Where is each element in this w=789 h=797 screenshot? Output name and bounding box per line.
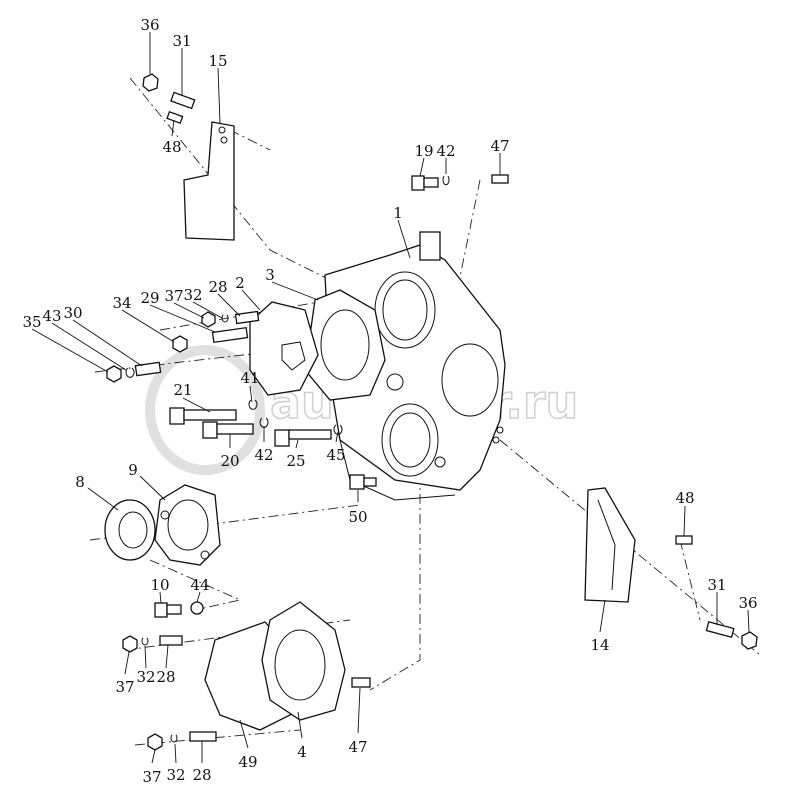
label-43: 43 bbox=[42, 307, 61, 325]
label-35: 35 bbox=[22, 313, 41, 331]
cover-4 bbox=[261, 601, 346, 721]
label-47: 47 bbox=[490, 137, 509, 155]
label-44: 44 bbox=[190, 576, 209, 594]
bolt-10 bbox=[154, 602, 182, 618]
bolt-25 bbox=[274, 429, 332, 447]
gasket-2 bbox=[249, 301, 319, 396]
washer-44 bbox=[190, 601, 204, 615]
label-49: 49 bbox=[238, 753, 257, 771]
label-47-low: 47 bbox=[348, 738, 367, 756]
label-25: 25 bbox=[286, 452, 305, 470]
label-48: 48 bbox=[162, 138, 181, 156]
leader-lines bbox=[31, 32, 750, 764]
label-10: 10 bbox=[150, 576, 169, 594]
label-8: 8 bbox=[75, 473, 85, 491]
label-3: 3 bbox=[265, 266, 275, 284]
label-1: 1 bbox=[393, 204, 403, 222]
label-37: 37 bbox=[164, 287, 183, 305]
washer-43 bbox=[125, 367, 135, 378]
stud-28-low bbox=[189, 731, 217, 742]
label-30: 30 bbox=[63, 304, 82, 322]
bolt-50 bbox=[349, 474, 377, 490]
stud-28-mid bbox=[159, 635, 183, 646]
label-29: 29 bbox=[140, 289, 159, 307]
label-32-low: 32 bbox=[166, 766, 185, 784]
stud-31-right bbox=[705, 621, 735, 639]
pin-47 bbox=[491, 174, 509, 184]
washer-32-low bbox=[170, 734, 178, 743]
label-28: 28 bbox=[208, 278, 227, 296]
washer-41 bbox=[248, 399, 258, 410]
bolt-21 bbox=[169, 407, 237, 425]
stud-28 bbox=[234, 310, 260, 325]
nut-37-low bbox=[147, 733, 163, 751]
part-labels: 36 31 15 48 19 42 47 1 2 3 28 32 37 29 3… bbox=[22, 16, 757, 786]
bracket-14 bbox=[584, 487, 636, 603]
seal-8 bbox=[104, 499, 156, 561]
label-32-mid: 32 bbox=[136, 668, 155, 686]
label-9: 9 bbox=[128, 461, 138, 479]
flange-9 bbox=[154, 484, 221, 566]
nut-37 bbox=[201, 311, 216, 328]
label-42-mid: 42 bbox=[254, 446, 273, 464]
label-32: 32 bbox=[183, 286, 202, 304]
label-28-low: 28 bbox=[192, 766, 211, 784]
nut-36 bbox=[142, 73, 159, 92]
label-21: 21 bbox=[173, 381, 192, 399]
pin-47-bottom bbox=[351, 677, 371, 688]
label-28-mid: 28 bbox=[156, 668, 175, 686]
label-42: 42 bbox=[436, 142, 455, 160]
label-20: 20 bbox=[220, 452, 239, 470]
nut-36-right bbox=[741, 631, 758, 650]
label-34: 34 bbox=[112, 294, 131, 312]
label-19: 19 bbox=[414, 142, 433, 160]
label-41: 41 bbox=[240, 369, 259, 387]
gear-housing-1 bbox=[324, 231, 506, 501]
label-14: 14 bbox=[590, 636, 609, 654]
label-15: 15 bbox=[208, 52, 227, 70]
label-50: 50 bbox=[348, 508, 367, 526]
bolt-20 bbox=[202, 421, 254, 439]
nut-34 bbox=[172, 335, 188, 353]
bolt-19 bbox=[411, 175, 439, 191]
pin-48 bbox=[166, 110, 184, 124]
label-4: 4 bbox=[297, 743, 307, 761]
label-37-mid: 37 bbox=[115, 678, 134, 696]
label-31: 31 bbox=[172, 32, 191, 50]
label-37-low: 37 bbox=[142, 768, 161, 786]
label-48-right: 48 bbox=[675, 489, 694, 507]
nut-37-mid bbox=[122, 635, 138, 653]
gasket-3 bbox=[304, 289, 386, 401]
pin-48-right bbox=[675, 535, 693, 545]
label-2: 2 bbox=[235, 274, 245, 292]
label-45: 45 bbox=[326, 446, 345, 464]
nut-35 bbox=[106, 365, 122, 383]
washer-32 bbox=[221, 314, 229, 323]
washer-42-top bbox=[442, 175, 450, 186]
label-31-right: 31 bbox=[707, 576, 726, 594]
washer-32-mid bbox=[141, 637, 149, 646]
label-36: 36 bbox=[140, 16, 159, 34]
stud-29 bbox=[211, 326, 249, 344]
label-36-right: 36 bbox=[738, 594, 757, 612]
bracket-15 bbox=[183, 121, 235, 241]
stud-31 bbox=[170, 91, 196, 110]
